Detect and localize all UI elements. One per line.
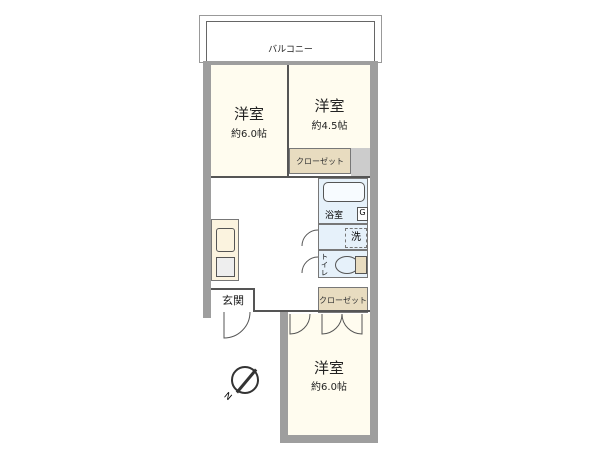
closet-upper: クローゼット [289,148,351,174]
entrance-wall [211,288,255,290]
washroom: 洗 [318,224,368,250]
balcony: バルコニー [199,15,382,63]
wall-left-upper [203,63,211,318]
bathtub-icon [323,182,365,202]
closet-lower: クローゼット [318,287,368,313]
wall-right [370,63,378,443]
hatch-upper [351,148,370,176]
wall-bottom-left [280,312,288,443]
bathroom: 浴室 G [318,178,368,224]
toilet-label: トイレ [321,253,328,277]
toilet-tank-icon [355,256,367,274]
room-topleft-name: 洋室 [233,105,264,123]
entrance-right-wall [253,288,255,312]
stove-icon [216,257,235,277]
sink-icon [216,228,235,252]
room-topright-size: 約4.5帖 [311,121,348,132]
room-western-bottom [288,314,370,435]
gas-heater-icon: G [357,207,368,221]
room-bottom-name: 洋室 [313,359,344,377]
toilet: トイレ [318,250,368,278]
room-topright-name: 洋室 [314,97,345,115]
entrance-label: 玄関 [222,294,244,307]
room-western-topright [289,65,370,148]
partition-top [287,65,289,176]
wall-bottom [280,435,378,443]
kitchen-counter [211,219,239,281]
bottom-room-top-wall [255,310,370,312]
room-western-topleft [211,65,287,176]
balcony-label: バルコニー [268,45,313,55]
compass-icon [231,366,259,394]
wall-top [203,61,378,65]
room-bottom-size: 約6.0帖 [311,382,347,393]
ldk-top-wall [211,176,370,178]
washer-space: 洗 [345,228,367,248]
bath-label: 浴室 [325,211,344,221]
room-topleft-size: 約6.0帖 [231,129,267,140]
